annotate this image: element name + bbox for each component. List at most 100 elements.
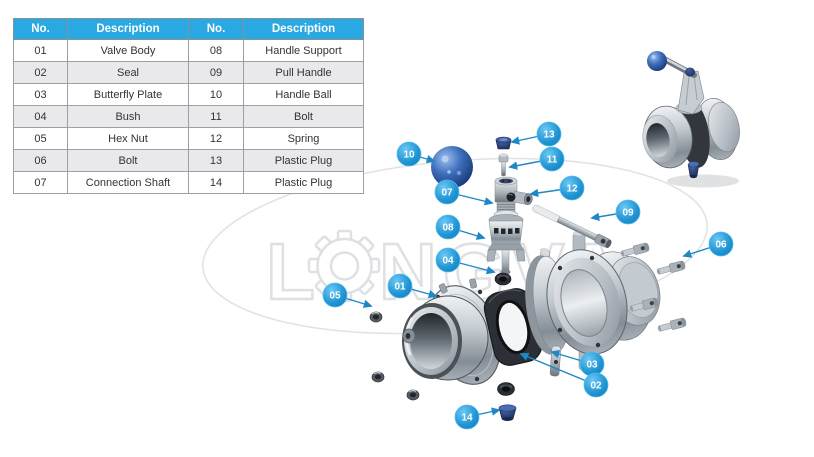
- callout-bubble: [539, 146, 565, 172]
- part-number-cell: 08: [188, 39, 244, 62]
- callout-bubble: [708, 231, 734, 257]
- part-number-cell: 03: [13, 83, 68, 106]
- callout-number: 09: [622, 208, 634, 219]
- clamp-lug: [402, 328, 416, 344]
- part-description-cell: Valve Body: [67, 39, 189, 62]
- callout-connection-shaft: 07: [434, 179, 460, 205]
- part-number-cell: 13: [188, 149, 244, 172]
- callout-bubble: [615, 199, 641, 225]
- bush-part: [494, 272, 512, 286]
- callout-bubble: [435, 214, 461, 240]
- gear-icon: [307, 229, 381, 303]
- callout-handle-ball: 10: [396, 141, 422, 167]
- callout-number: 05: [329, 291, 341, 302]
- callout-number: 08: [442, 223, 454, 234]
- callout-bubble: [322, 282, 348, 308]
- callout-bubble: [536, 121, 562, 147]
- pull-handle-part: [532, 204, 612, 249]
- callout-number: 14: [461, 413, 473, 424]
- valve-body-part: [402, 278, 502, 385]
- callout-number: 13: [543, 130, 555, 141]
- parts-table-header: No.: [188, 18, 244, 40]
- part-number-cell: 05: [13, 127, 68, 150]
- part-description-cell: Plastic Plug: [243, 171, 364, 194]
- callout-number: 11: [547, 155, 558, 166]
- parts-table-header: Description: [243, 18, 364, 40]
- bolt-parts: [620, 242, 687, 332]
- callout-bubble: [454, 404, 480, 430]
- callout-number: 06: [715, 240, 727, 251]
- part-description-cell: Hex Nut: [67, 127, 189, 150]
- part-description-cell: Handle Support: [243, 39, 364, 62]
- callout-bubble: [396, 141, 422, 167]
- part-description-cell: Spring: [243, 127, 364, 150]
- part-number-cell: 01: [13, 39, 68, 62]
- callout-number: 12: [566, 184, 578, 195]
- callout-number: 01: [394, 282, 406, 293]
- callout-bubble: [559, 175, 585, 201]
- callout-bolt: 06: [708, 231, 734, 257]
- callout-bubble: [387, 273, 413, 299]
- part-number-cell: 02: [13, 61, 68, 84]
- callout-number: 03: [586, 360, 598, 371]
- parts-table-header: Description: [67, 18, 189, 40]
- lower-bush-part: [497, 382, 515, 396]
- part-description-cell: Bolt: [243, 105, 364, 128]
- callout-bubble: [583, 372, 609, 398]
- part-number-cell: 11: [188, 105, 244, 128]
- handle-ball-part: [431, 146, 473, 188]
- callout-plastic-plug-bottom: 14: [454, 404, 480, 430]
- part-description-cell: Pull Handle: [243, 61, 364, 84]
- callout-hex-nut: 05: [322, 282, 348, 308]
- callout-butterfly-plate: 03: [579, 351, 605, 377]
- callout-number: 10: [403, 150, 415, 161]
- part-number-cell: 09: [188, 61, 244, 84]
- callout-number: 04: [442, 256, 454, 267]
- callout-arrow-seal: [519, 352, 597, 386]
- part-description-cell: Plastic Plug: [243, 149, 364, 172]
- part-description-cell: Connection Shaft: [67, 171, 189, 194]
- plastic-plug-top-part: [495, 136, 512, 150]
- assembled-handle-ball: [647, 51, 667, 71]
- callout-seal: 02: [583, 372, 609, 398]
- part-description-cell: Bush: [67, 105, 189, 128]
- callout-number: 02: [590, 381, 602, 392]
- parts-table-header: No.: [13, 18, 68, 40]
- callout-plastic-plug-top: 13: [536, 121, 562, 147]
- callout-handle-support: 08: [435, 214, 461, 240]
- part-number-cell: 10: [188, 83, 244, 106]
- plastic-plug-bottom-part: [498, 404, 517, 421]
- part-description-cell: Butterfly Plate: [67, 83, 189, 106]
- part-number-cell: 07: [13, 171, 68, 194]
- watermark-text-prefix: L: [266, 227, 321, 316]
- connection-shaft-part: [494, 176, 533, 215]
- part-description-cell: Bolt: [67, 149, 189, 172]
- part-number-cell: 06: [13, 149, 68, 172]
- shaft-side-port: [512, 190, 533, 205]
- callout-number: 07: [441, 188, 453, 199]
- callout-bubbles: 13 11 10 07 12 09 08 06 04 01 05 03 02 14: [322, 121, 734, 430]
- callout-bubble: [435, 247, 461, 273]
- part-number-cell: 14: [188, 171, 244, 194]
- part-number-cell: 04: [13, 105, 68, 128]
- assembled-valve: [642, 51, 740, 188]
- callout-bolt-small: 11: [539, 146, 565, 172]
- callout-valve-body: 01: [387, 273, 413, 299]
- part-description-cell: Handle Ball: [243, 83, 364, 106]
- part-number-cell: 12: [188, 127, 244, 150]
- callout-spring: 12: [559, 175, 585, 201]
- callout-pull-handle: 09: [615, 199, 641, 225]
- bolt-small-part: [498, 153, 509, 177]
- callout-bubble: [434, 179, 460, 205]
